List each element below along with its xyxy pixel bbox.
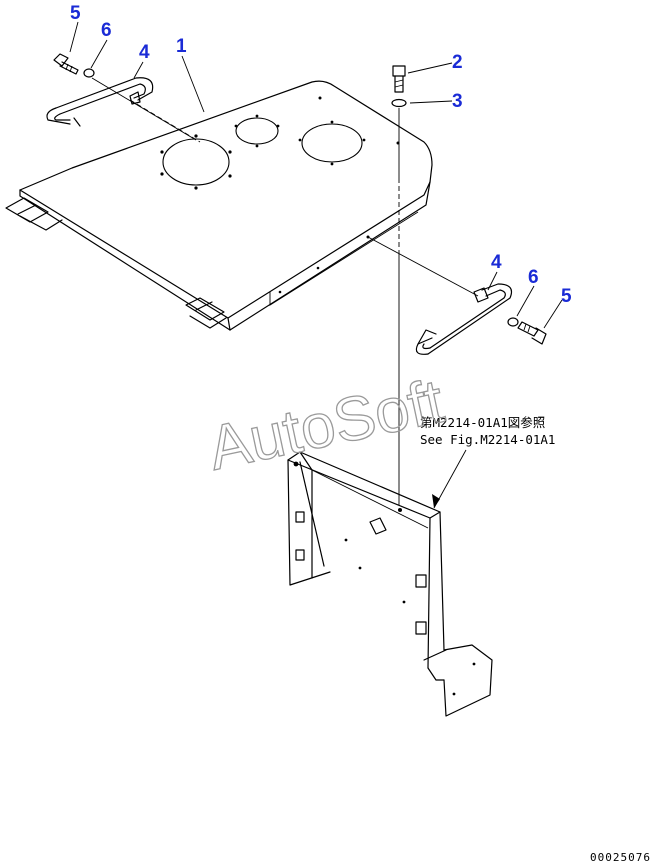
washer-part-6-upper [83, 68, 95, 78]
handle-part-4-upper [46, 77, 154, 127]
reference-note-jp: 第M2214-01A1図参照 [420, 415, 545, 430]
callout-3: 3 [452, 91, 463, 112]
panel-fastener-marks [160, 96, 400, 294]
handle-part-4-lower [415, 283, 513, 355]
callout-5-lower: 5 [561, 286, 572, 307]
watermark-text: AutoSoft [203, 367, 450, 484]
bolt-part-2 [392, 65, 406, 93]
assembly-line-lower [367, 236, 479, 297]
callout-5-upper: 5 [70, 3, 81, 24]
callout-4-upper: 4 [139, 42, 150, 63]
washer-part-6-lower [507, 317, 519, 327]
callout-1: 1 [176, 36, 187, 57]
drawing-code: 00025076 [590, 851, 651, 864]
callout-6-upper: 6 [101, 20, 112, 41]
callout-6-lower: 6 [528, 267, 539, 288]
mounting-bracket [287, 451, 493, 717]
leader-arrowhead [432, 494, 440, 508]
washer-part-3 [391, 98, 407, 108]
cover-panel-part-1 [5, 80, 433, 331]
bolt-part-5-upper [53, 53, 79, 75]
callout-leaders [69, 21, 563, 509]
bolt-part-5-lower [517, 321, 547, 345]
callout-4-lower: 4 [491, 252, 502, 273]
reference-note-en: See Fig.M2214-01A1 [420, 432, 555, 447]
callout-2: 2 [452, 52, 463, 73]
assembly-dash-upper [129, 99, 201, 143]
